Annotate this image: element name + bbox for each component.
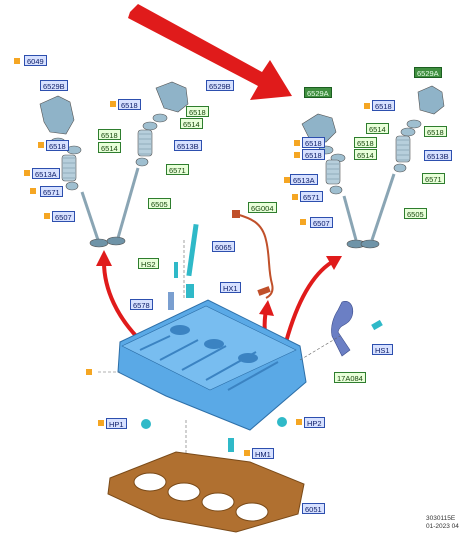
marker-6571-a [30,188,36,194]
label-6578: 6578 [130,299,153,310]
footer-code: 3030115E [426,515,456,522]
marker-6518-h [294,152,300,158]
left-valvetrain [39,81,189,248]
label-6507-a: 6507 [52,211,75,222]
right-arrow-head [326,256,342,270]
footer-reference: 3030115E 01-2023 04 [426,515,459,531]
label-6518-f: 6518 [424,126,447,137]
top-red-arrow [128,4,292,100]
marker-6513A-a [24,170,30,176]
label-6513B-b: 6513B [424,150,452,161]
label-6529A-left: 6529A [304,87,332,98]
label-HP2: HP2 [304,417,325,428]
label-6065: 6065 [212,241,235,252]
left-curved-arrow [102,261,142,342]
label-6518-b: 6518 [186,106,209,117]
marker-6518-e [364,103,370,109]
label-HX1: HX1 [220,282,241,293]
label-HS1: HS1 [372,344,393,355]
marker-hp2 [296,419,302,425]
label-6529B-right: 6529B [206,80,234,91]
marker-6518-c [38,142,44,148]
sensor-parts [168,210,383,357]
right-curved-arrow [284,260,334,343]
label-6505-b: 6505 [404,208,427,219]
label-6507-b: 6507 [310,217,333,228]
right-valvetrain [301,85,445,249]
label-6529B-left: 6529B [40,80,68,91]
label-6571-d: 6571 [422,173,445,184]
mid-arrow-head [259,300,274,316]
marker-head [86,369,92,375]
label-6518-c: 6518 [46,140,69,151]
leader-lines [98,240,341,460]
label-6505-a: 6505 [148,198,171,209]
label-6G004: 6G004 [248,202,277,213]
marker-6507-a [44,213,50,219]
label-6518-d: 6518 [98,129,121,140]
head-gasket [107,451,305,533]
label-6518-e: 6518 [372,100,395,111]
marker-6049 [14,58,20,64]
label-6518-h: 6518 [302,149,325,160]
label-17A084: 17A084 [334,372,366,383]
label-HP1: HP1 [106,418,127,429]
label-6571-a: 6571 [40,186,63,197]
label-6051: 6051 [302,503,325,514]
marker-hm1 [244,450,250,456]
label-6514-d: 6514 [354,149,377,160]
label-6049: 6049 [24,55,47,66]
label-6514-c: 6514 [366,123,389,134]
label-6514-b: 6514 [98,142,121,153]
label-6518-h2: 6518 [354,137,377,148]
marker-6518-g [294,140,300,146]
marker-6571-c [292,194,298,200]
label-6513A-a: 6513A [32,168,60,179]
label-6571-c: 6571 [300,191,323,202]
label-6514-a: 6514 [180,118,203,129]
label-6529A-right: 6529A [414,67,442,78]
cylinder-head [117,299,307,452]
marker-hp1 [98,420,104,426]
label-HS2: HS2 [138,258,159,269]
footer-date: 01-2023 04 [426,523,459,530]
left-arrow-head [96,250,112,266]
label-6518-g: 6518 [302,137,325,148]
label-6513B-a: 6513B [174,140,202,151]
label-6571-b: 6571 [166,164,189,175]
marker-6518-a [110,101,116,107]
label-6513A-b: 6513A [290,174,318,185]
marker-6507-b [300,219,306,225]
label-HM1: HM1 [252,448,274,459]
marker-6513A-b [284,177,290,183]
label-6518-a: 6518 [118,99,141,110]
